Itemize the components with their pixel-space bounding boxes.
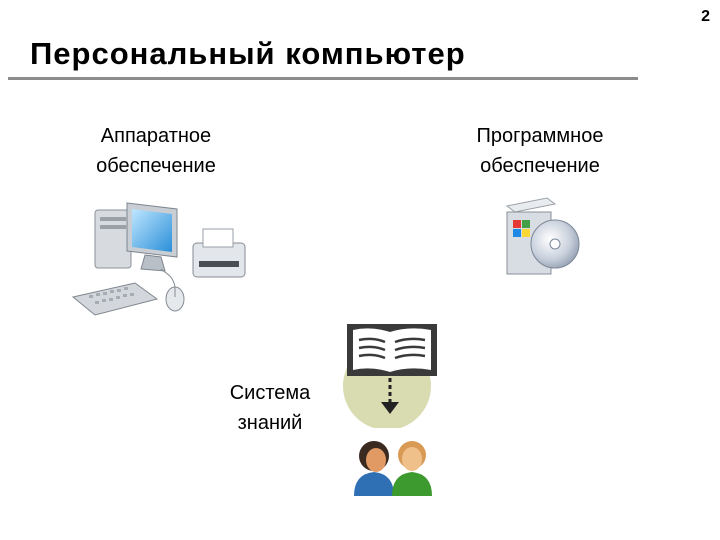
hardware-label: Аппаратное обеспечение <box>96 125 216 177</box>
slide-title: Персональный компьютер <box>30 36 466 71</box>
computer-printer-icon <box>71 202 246 316</box>
title-divider <box>8 77 638 80</box>
page-number: 2 <box>701 8 710 25</box>
software-label: Программное обеспечение <box>476 125 604 177</box>
open-book-icon <box>343 324 437 428</box>
users-icon <box>354 441 432 496</box>
software-box-cd-icon <box>505 197 580 275</box>
knowledge-system-label: Система знаний <box>229 382 311 434</box>
